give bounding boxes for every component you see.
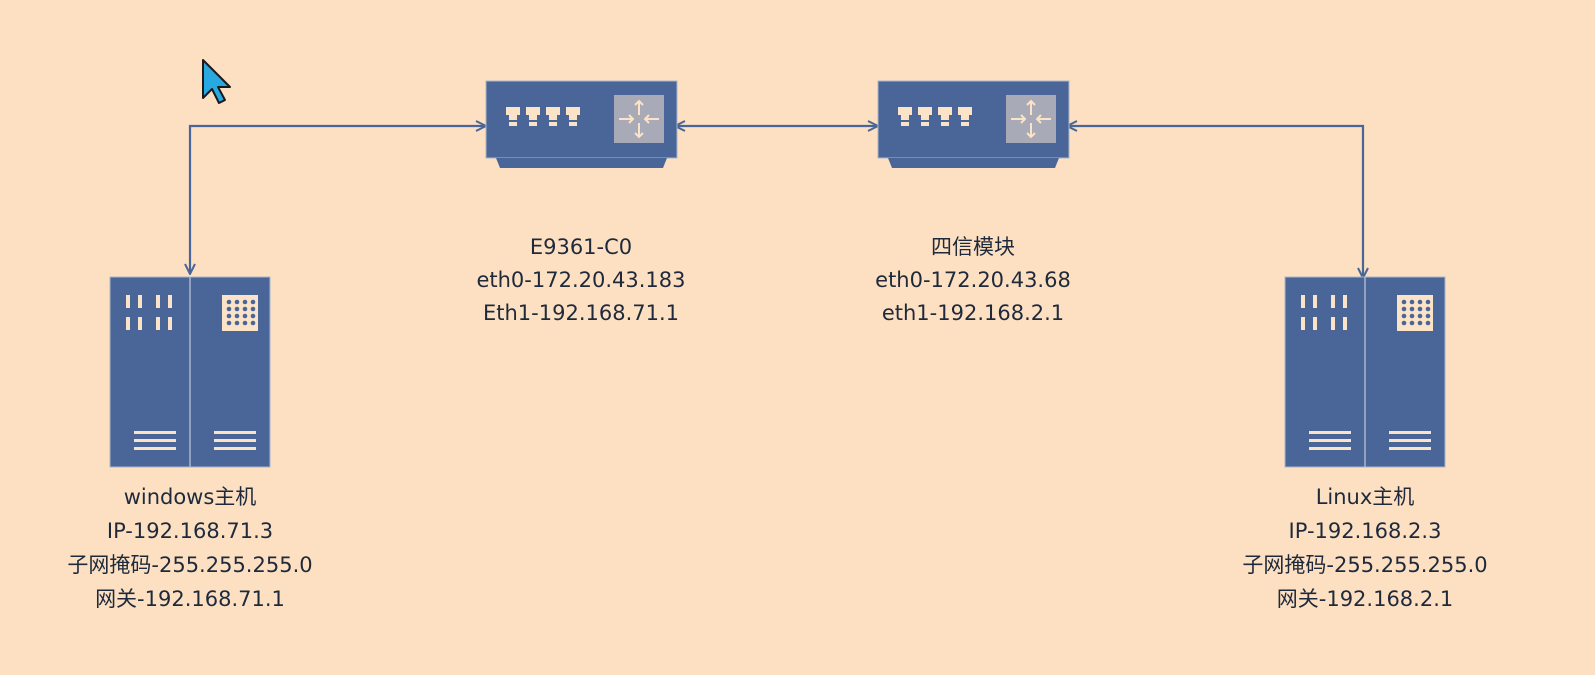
server-windows-host xyxy=(109,276,271,468)
ethernet-ports-icon xyxy=(506,107,580,126)
router-arrows-icon xyxy=(614,95,664,143)
eth1-address: Eth1-192.168.71.1 xyxy=(482,301,680,325)
router-arrows-icon xyxy=(1006,95,1056,143)
eth1-address: eth1-192.168.2.1 xyxy=(881,301,1065,325)
gateway: 网关-192.168.2.1 xyxy=(1276,587,1454,611)
host-name: Linux主机 xyxy=(1315,485,1415,509)
subnet-mask: 子网掩码-255.255.255.0 xyxy=(1242,553,1488,577)
connector-sixin-to-linux xyxy=(1067,126,1363,278)
pointer-cursor-icon xyxy=(202,59,231,104)
label-sixin: 四信模块 eth0-172.20.43.68 eth1-192.168.2.1 xyxy=(823,231,1123,330)
device-name: 四信模块 xyxy=(931,235,1015,259)
subnet-mask: 子网掩码-255.255.255.0 xyxy=(67,553,313,577)
router-sixin xyxy=(877,80,1070,168)
ip-address: IP-192.168.71.3 xyxy=(106,519,274,543)
connector-windows-to-e9361 xyxy=(190,126,486,274)
device-name: E9361-C0 xyxy=(529,235,633,259)
eth0-address: eth0-172.20.43.68 xyxy=(875,268,1071,292)
ip-address: IP-192.168.2.3 xyxy=(1288,519,1442,543)
label-e9361: E9361-C0 eth0-172.20.43.183 Eth1-192.168… xyxy=(431,231,731,330)
host-name: windows主机 xyxy=(123,485,257,509)
eth0-address: eth0-172.20.43.183 xyxy=(476,268,686,292)
label-linux-host: Linux主机 IP-192.168.2.3 子网掩码-255.255.255.… xyxy=(1215,480,1515,616)
gateway: 网关-192.168.71.1 xyxy=(95,587,285,611)
ethernet-ports-icon xyxy=(898,107,972,126)
server-linux-host xyxy=(1284,276,1446,468)
label-windows-host: windows主机 IP-192.168.71.3 子网掩码-255.255.2… xyxy=(40,480,340,616)
router-e9361 xyxy=(485,80,678,168)
